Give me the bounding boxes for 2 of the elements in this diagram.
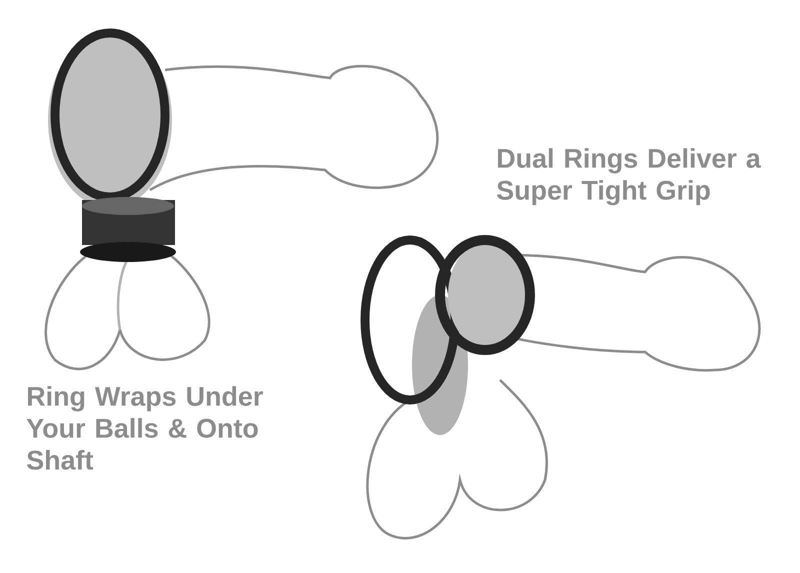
feature-caption: Dual Rings Deliver a Super Tight Grip [496, 148, 761, 206]
feature-caption: Ring Wraps Under Your Balls & Onto Shaft [26, 386, 263, 470]
